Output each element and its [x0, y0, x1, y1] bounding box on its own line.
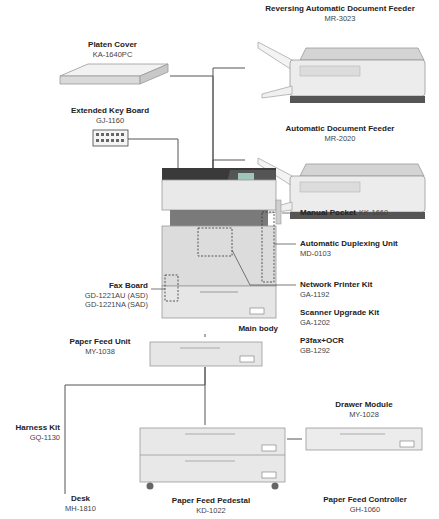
model-number: MH-1810 — [65, 504, 96, 514]
model-number: MR-3023 — [325, 14, 356, 24]
part-name: Desk — [71, 494, 90, 504]
item-label-group: Automatic Document FeederMR-2020 — [245, 124, 435, 144]
part-name: Scanner Upgrade Kit — [300, 308, 379, 317]
drawer-module-picture — [306, 428, 422, 450]
connector-line — [287, 439, 302, 440]
option-item: Main body — [158, 168, 278, 334]
option-item: Reversing Automatic Document FeederMR-30… — [245, 4, 435, 108]
model-number: GA-1192 — [300, 290, 329, 299]
item-label-group: Paper Feed PedestalKD-1022 — [135, 496, 287, 516]
model-number: GQ-1130 — [30, 433, 60, 442]
part-name: Paper Feed Controller — [323, 495, 407, 504]
connector-line — [213, 160, 245, 168]
option-item: Paper Feed UnitMY-1038 — [55, 337, 264, 367]
part-name: P3fax+OCR — [300, 336, 344, 345]
platen-cover-picture — [60, 64, 168, 84]
option-item: Automatic Document FeederMR-2020 — [245, 124, 435, 206]
model-number: KK-1660 — [359, 208, 388, 217]
connector-line — [160, 139, 178, 168]
leader-lines — [151, 213, 296, 289]
option-item: Paper Feed PedestalKD-1022 — [135, 425, 287, 516]
part-name: Manual Pocket — [300, 208, 356, 217]
model-number: GA-1202 — [300, 318, 330, 327]
model-number: GB-1292 — [300, 346, 330, 355]
part-name: Network Printer Kit — [300, 280, 372, 289]
option-item: Extended Key BoardGJ-1160 — [60, 106, 160, 150]
pedestal-picture — [140, 428, 285, 490]
model-number: GD-1221AU (ASD) — [85, 291, 148, 300]
model-number: MY-1038 — [85, 347, 115, 357]
part-name: Paper Feed Unit — [70, 337, 131, 347]
reversing-feeder-picture — [258, 42, 425, 103]
item-label-group: Drawer ModuleMY-1028 — [302, 400, 426, 420]
connector-line — [205, 334, 206, 337]
model-number: GH-1060 — [350, 505, 380, 514]
connector-line — [170, 76, 213, 168]
part-name: Platen Cover — [88, 40, 137, 50]
model-number: MY-1028 — [349, 410, 379, 420]
part-name: Automatic Document Feeder — [286, 124, 395, 134]
part-name: Harness Kit — [16, 423, 60, 432]
option-item: DeskMH-1810 — [58, 494, 103, 516]
feeder-picture — [258, 158, 425, 219]
item-label-group: Main body — [158, 324, 278, 334]
main-body-picture — [162, 168, 281, 318]
part-name: Main body — [238, 324, 278, 334]
keyboard-picture — [93, 130, 160, 146]
part-name: Reversing Automatic Document Feeder — [265, 4, 415, 14]
model-number: GJ-1160 — [96, 116, 124, 126]
connector-line — [65, 367, 205, 494]
part-name: Fax Board — [109, 281, 148, 290]
part-name: Paper Feed Pedestal — [172, 496, 250, 506]
model-number: KA-1640PC — [93, 50, 133, 60]
model-number: MR-2020 — [325, 134, 356, 144]
model-number: KD-1022 — [196, 506, 226, 516]
item-label-group: DeskMH-1810 — [58, 494, 103, 514]
item-label-group: Paper Feed UnitMY-1038 — [55, 337, 145, 357]
model-number: GD-1221NA (SAD) — [85, 300, 148, 309]
paper-feed-unit-picture — [150, 342, 262, 366]
connector-line — [213, 68, 245, 168]
item-label-group: Extended Key BoardGJ-1160 — [60, 106, 160, 126]
item-label-group: Reversing Automatic Document FeederMR-30… — [245, 4, 435, 24]
option-item: Platen CoverKA-1640PC — [55, 40, 170, 92]
part-name: Automatic Duplexing Unit — [300, 239, 398, 248]
part-name: Drawer Module — [335, 400, 392, 410]
model-number: MD-0103 — [300, 249, 331, 258]
part-name: Extended Key Board — [71, 106, 149, 116]
option-item: Drawer ModuleMY-1028 — [302, 400, 426, 452]
item-label-group: Platen CoverKA-1640PC — [55, 40, 170, 60]
